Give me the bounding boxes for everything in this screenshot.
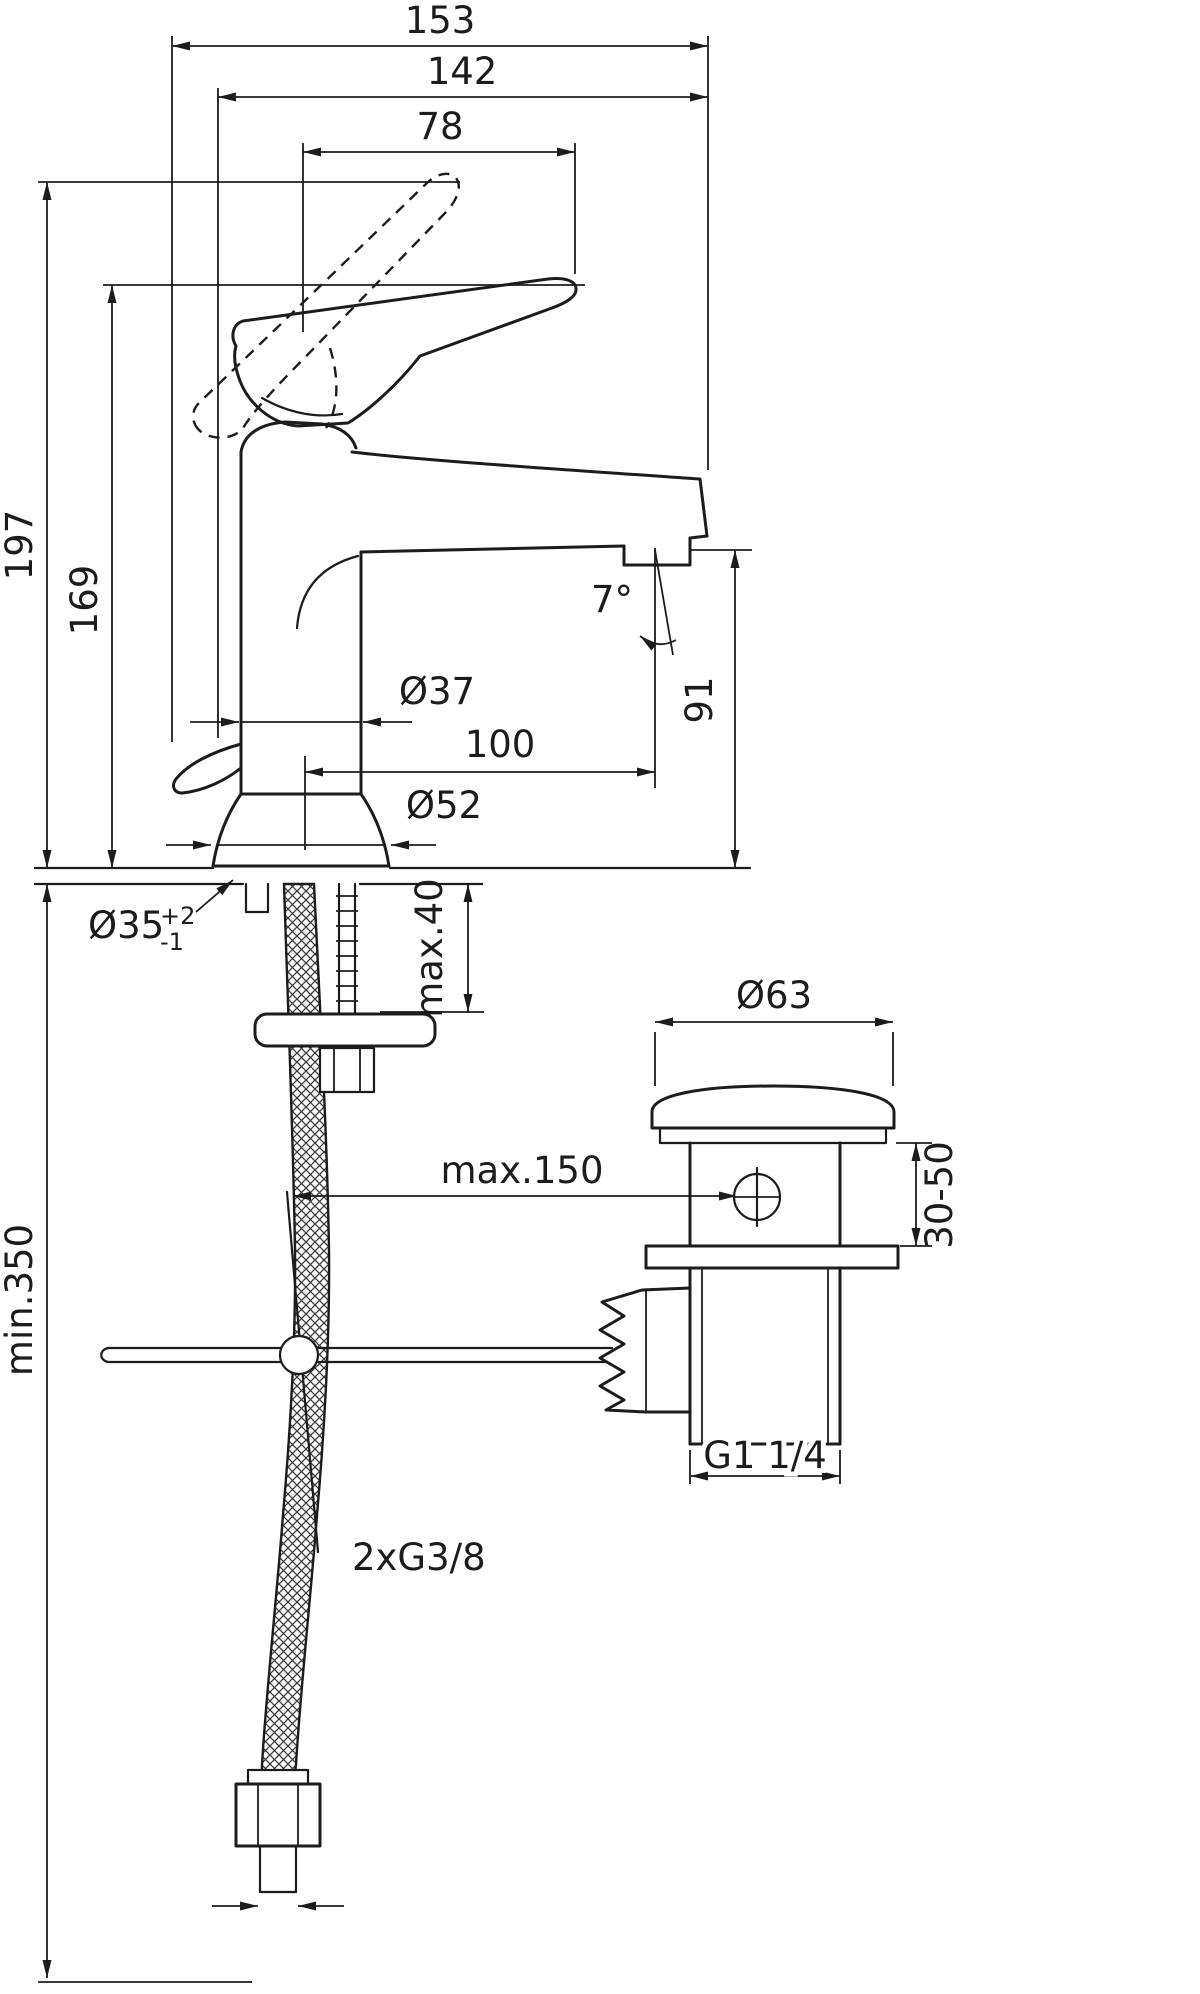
dim-overall-width-label: 153	[405, 0, 476, 42]
dim-rod-reach-label: max.150	[441, 1149, 604, 1192]
dim-base-diameter-label: Ø52	[406, 784, 482, 827]
dim-spout-height-label: 91	[678, 676, 721, 723]
lever-raised-dashed	[191, 172, 460, 439]
mounting-hole-label: Ø35+2-1	[88, 879, 234, 956]
rod-reach-dimension: max.150	[293, 1149, 737, 1201]
spout-height-dimension: 91	[678, 549, 752, 868]
dim-spout-reach-label: 100	[465, 723, 536, 766]
spout-underside	[359, 544, 626, 554]
hose-length-dimension: min.350	[0, 884, 252, 1983]
dim-body-diameter-label: Ø37	[399, 670, 475, 713]
ball-joint	[278, 1334, 320, 1376]
leader-line	[195, 879, 234, 913]
dim-waste-thread-label: G1 1/4	[703, 1434, 827, 1477]
mounting-plate	[253, 1012, 437, 1048]
dim-deck-thickness-label: max.40	[408, 878, 451, 1017]
cap-skirt	[658, 1126, 888, 1145]
body-detail-curve	[295, 554, 360, 630]
mounting-deck	[33, 866, 752, 886]
dim-hole-diameter-label: Ø35+2-1	[88, 902, 195, 956]
spout-tip-underside	[688, 534, 709, 540]
dim-lever-height-label: 169	[63, 565, 106, 636]
angle-arc	[639, 635, 677, 651]
spray-angle-line	[654, 549, 674, 656]
lever-lowered	[172, 742, 243, 795]
fitting-collar	[246, 1768, 310, 1786]
dim-waste-cap-label: Ø63	[736, 974, 812, 1017]
drain-assembly: Ø63	[598, 974, 961, 1484]
hose-thread-label: 2xG3/8	[352, 1536, 486, 1579]
faucet-outline	[172, 172, 709, 868]
dim-waste-range-label: 30-50	[918, 1141, 961, 1249]
drain-cap	[650, 1084, 896, 1145]
drain-cap-dimension: Ø63	[654, 974, 894, 1086]
lever-pivot-trace-dashed	[324, 347, 338, 429]
fitting-nut	[234, 1782, 322, 1848]
spout-reach-dimension: 100	[304, 723, 655, 850]
spray-angle-detail: 7°	[591, 548, 677, 788]
spray-angle-label: 7°	[591, 578, 633, 621]
hose-end-fitting	[212, 1768, 344, 1911]
base-outline	[211, 792, 391, 868]
drain-locknut	[598, 1286, 692, 1414]
pull-rod-horizontal	[100, 1346, 614, 1364]
body-diameter-dimension: Ø37	[190, 670, 475, 727]
top-width-dimensions: 153 142 78	[171, 0, 709, 742]
drain-height-dimension: 30-50	[896, 1141, 961, 1249]
rod-end-cap	[100, 1346, 110, 1364]
flange	[644, 1244, 900, 1270]
dim-hose-length-label: min.350	[0, 1224, 41, 1376]
lever-detail-curve	[260, 396, 344, 417]
deck-thickness-dimension: max.40	[380, 878, 484, 1018]
cartridge-dome	[239, 420, 358, 454]
dim-lever-width-label: 78	[416, 105, 463, 148]
drain-thread-dimension: G1 1/4	[689, 1429, 841, 1484]
spout-top-edge	[350, 450, 709, 538]
fitting-tube	[258, 1844, 298, 1894]
dim-overall-height-label: 197	[0, 510, 41, 581]
spout	[350, 450, 709, 567]
left-shank	[244, 882, 270, 914]
nut-body	[318, 1046, 376, 1094]
lever-solid	[231, 277, 578, 428]
mounting-nut	[318, 1046, 376, 1094]
dim-spout-width-label: 142	[427, 50, 498, 93]
base-diameter-dimension: Ø52	[166, 784, 482, 850]
cap-dome	[650, 1084, 896, 1130]
drain-body	[644, 1141, 900, 1446]
below-deck-assembly: 2xG3/8	[100, 882, 614, 1911]
locknut-outline	[598, 1286, 692, 1414]
